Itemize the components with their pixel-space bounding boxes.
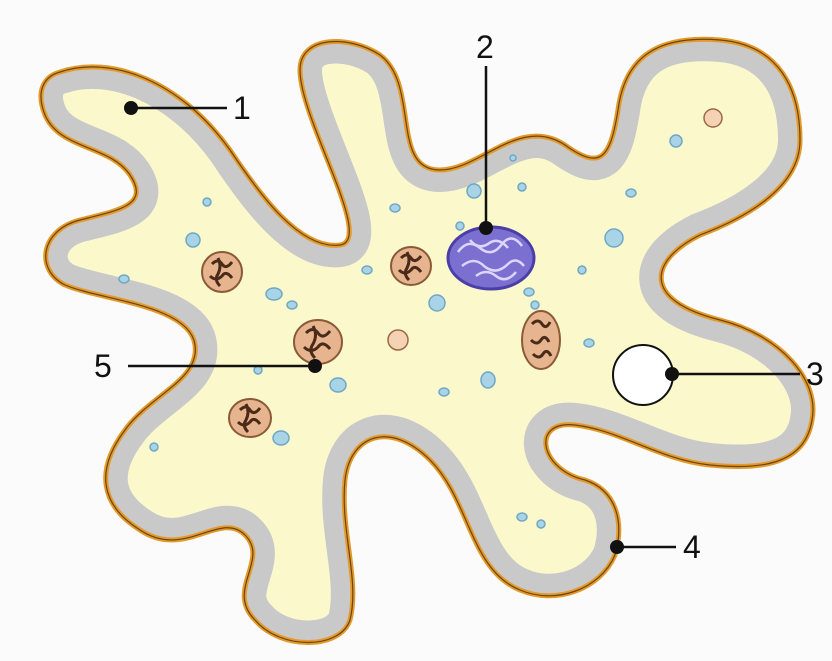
food-vacuole — [229, 399, 271, 437]
vesicle — [670, 135, 682, 147]
vesicle — [429, 295, 445, 311]
granule — [704, 109, 722, 127]
vesicle — [578, 266, 586, 274]
food-vacuole — [294, 320, 342, 364]
vesicle — [517, 513, 527, 521]
vesicle — [203, 198, 211, 206]
vesicle — [584, 339, 594, 347]
label-4-number: 4 — [683, 529, 701, 565]
vesicle — [467, 184, 481, 198]
food-vacuole — [391, 247, 431, 285]
label-1-number: 1 — [233, 90, 251, 126]
vesicle — [150, 443, 158, 451]
label-4: 4 — [610, 529, 701, 565]
vesicle — [273, 431, 289, 445]
vesicle — [531, 301, 539, 309]
vesicle — [390, 204, 400, 212]
vesicle — [119, 275, 129, 283]
vesicle — [439, 388, 449, 396]
vesicle — [266, 288, 282, 300]
vesicle — [537, 520, 545, 528]
granule — [388, 330, 408, 350]
vesicle — [626, 189, 636, 197]
vesicle — [518, 183, 526, 191]
contractile-vacuole — [613, 345, 673, 405]
label-3-number: 3 — [806, 356, 824, 392]
vesicle — [510, 155, 516, 161]
food-vacuole — [522, 311, 560, 369]
vesicle — [186, 233, 200, 247]
vesicle — [330, 378, 346, 392]
label-2-number: 2 — [476, 29, 494, 65]
vesicle — [362, 266, 372, 274]
vesicle — [524, 288, 534, 296]
food-vacuole — [202, 252, 242, 292]
vesicle — [287, 301, 297, 309]
label-5-number: 5 — [94, 348, 112, 384]
vesicle — [605, 229, 623, 247]
vesicle — [481, 372, 495, 388]
vesicle — [456, 222, 464, 230]
nucleus — [448, 227, 534, 289]
